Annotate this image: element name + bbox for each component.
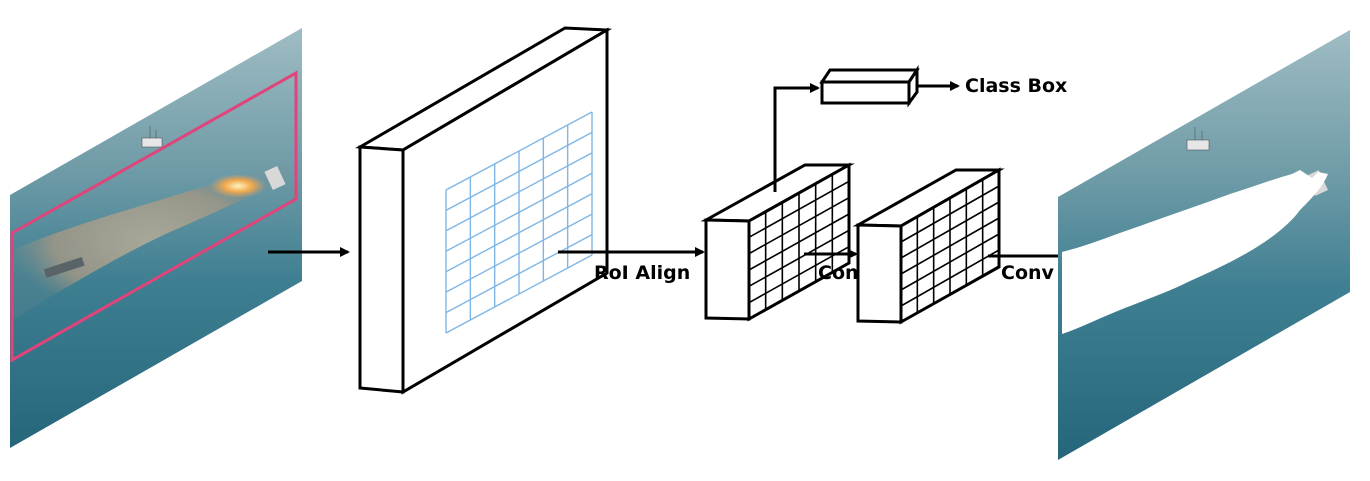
input-oil-slick <box>12 165 290 320</box>
output-image <box>1058 30 1350 460</box>
segmentation-mask <box>1062 170 1328 334</box>
label-class-box: Class Box <box>965 75 1067 97</box>
block2-grid-hline <box>900 249 1000 307</box>
arrow-branch-class <box>773 83 820 192</box>
feature-map-side <box>358 145 405 394</box>
block2-grid-hline <box>900 233 1000 291</box>
roi-feature-block-1 <box>700 162 855 322</box>
class-head-top <box>819 68 920 84</box>
roi-grid-hline <box>445 193 593 273</box>
block1-grid-hline <box>748 229 850 288</box>
block1-grid-hline <box>748 245 850 304</box>
roi-grid-hline <box>445 233 593 314</box>
feature-map <box>355 26 613 395</box>
class-head-front <box>820 80 911 105</box>
class-head-side <box>907 65 919 108</box>
block1-grid-hline <box>748 164 850 222</box>
roi-feature-block-2 <box>852 167 1005 325</box>
input-fire-plume <box>210 174 266 198</box>
block1-side <box>704 218 751 321</box>
block2-grid-hline <box>900 185 1000 243</box>
input-ship-right <box>264 165 286 191</box>
input-ship-left <box>43 257 85 278</box>
roi-grid-hline <box>445 111 593 191</box>
roi-grid-hline <box>445 254 593 334</box>
block2-grid-hline <box>900 265 1000 323</box>
block2-grid <box>900 169 1000 323</box>
block2-grid-hline <box>900 201 1000 259</box>
input-oil-platform <box>141 126 163 148</box>
output-oil-platform <box>1186 127 1210 151</box>
block1-grid-hline <box>748 196 850 255</box>
roi-grid-hline <box>445 172 593 252</box>
block1-grid-hline <box>748 262 850 320</box>
roi-grid-hline <box>445 213 593 293</box>
roi-grid <box>445 111 593 334</box>
detection-box <box>10 70 298 363</box>
class-box-head <box>819 65 920 108</box>
block1-grid-hline <box>748 180 850 239</box>
roi-grid-hline <box>445 131 593 212</box>
label-conv-2: Conv <box>1001 262 1055 284</box>
input-image <box>10 28 302 448</box>
feature-map-front <box>401 27 609 395</box>
block2-grid-hline <box>900 217 1000 275</box>
block1-grid <box>748 164 850 320</box>
label-roi-align: RoI Align <box>594 262 690 284</box>
block1-grid-hline <box>748 213 850 271</box>
block2-side <box>856 223 903 324</box>
block2-grid-hline <box>900 169 1000 227</box>
roi-grid-hline <box>445 152 593 232</box>
